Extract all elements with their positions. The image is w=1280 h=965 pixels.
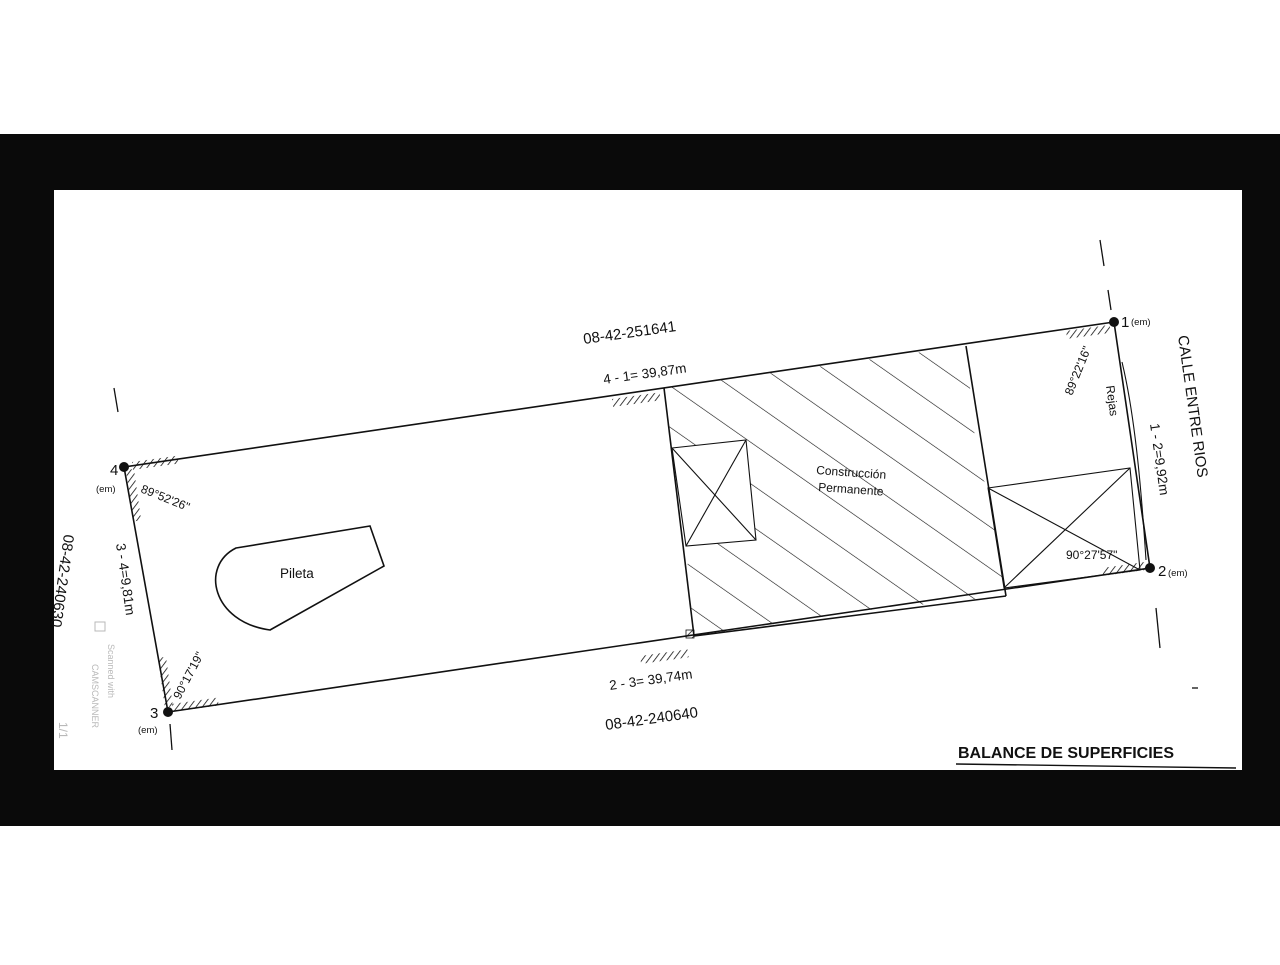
wall-hatch xyxy=(131,455,179,470)
wall-hatch xyxy=(126,468,142,522)
street-line-mark xyxy=(1155,607,1161,649)
vertex-1-marker xyxy=(1109,317,1119,327)
left-line-mark xyxy=(169,723,173,751)
construction-divider xyxy=(965,345,1007,597)
vertex-4-marker xyxy=(119,462,129,472)
footer-underline xyxy=(955,763,1237,769)
vertex-3-marker xyxy=(163,707,173,717)
vertex-2-suffix: (em) xyxy=(1168,568,1188,579)
vertex-1-suffix: (em) xyxy=(1131,317,1151,328)
wall-hatch xyxy=(640,649,689,664)
wall-hatch xyxy=(1102,561,1147,576)
construction-label-2: Permanente xyxy=(818,480,885,499)
construction-area xyxy=(664,346,1006,636)
pool-label: Pileta xyxy=(280,566,314,581)
vertex-2-id: 2 xyxy=(1158,563,1166,580)
wall-hatch xyxy=(158,656,173,708)
vertex-4-id: 4 xyxy=(110,462,118,479)
vertex-2-marker xyxy=(1145,563,1155,573)
street-line-mark xyxy=(1107,289,1112,311)
watermark-line-1: Scanned with xyxy=(106,644,116,698)
vertex-3-id: 3 xyxy=(150,705,158,722)
rejas-line xyxy=(1121,361,1147,561)
left-line-mark xyxy=(113,387,119,413)
vertex-1-id: 1 xyxy=(1121,314,1129,331)
page-indicator: 1/1 xyxy=(56,722,70,739)
watermark-icon xyxy=(94,621,106,632)
street-line-mark xyxy=(1099,239,1105,267)
watermark-line-2: CAMSCANNER xyxy=(90,664,100,729)
vertex-4-suffix: (em) xyxy=(96,484,116,495)
wall-hatch xyxy=(1066,324,1111,339)
vertex-3-suffix: (em) xyxy=(138,725,158,736)
pool-shape xyxy=(214,525,385,631)
construction-label-1: Construcción xyxy=(816,463,887,482)
footer-title: BALANCE DE SUPERFICIES xyxy=(958,745,1174,762)
rejas-label: Rejas xyxy=(1103,384,1121,416)
wall-hatch xyxy=(171,697,219,712)
construction-bottom-edge xyxy=(693,595,1007,637)
vertex-2-angle: 90°27'57" xyxy=(1066,548,1117,562)
construction-left-edge xyxy=(663,387,695,637)
wall-hatch xyxy=(612,392,661,407)
